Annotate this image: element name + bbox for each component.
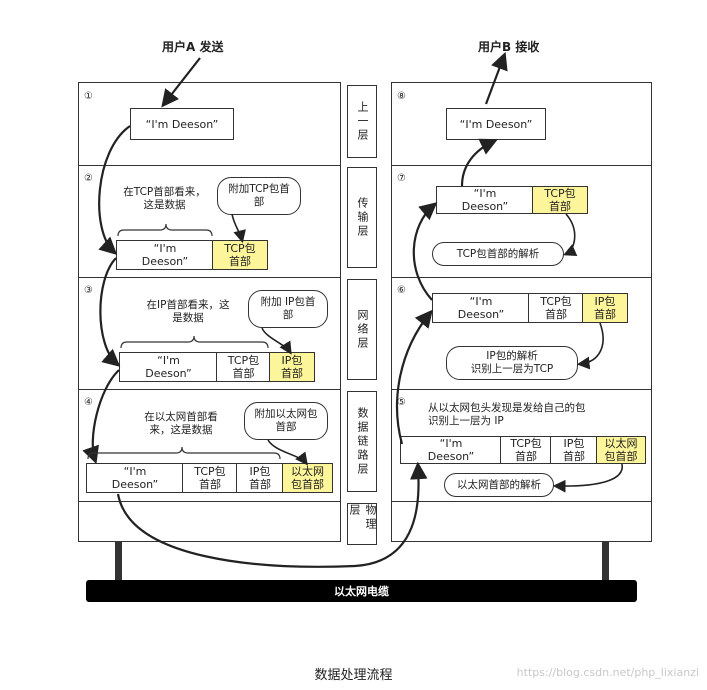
level-number: ③ <box>84 285 93 296</box>
layer-divider <box>392 501 651 502</box>
layer-label-network: 网络层 <box>347 279 377 380</box>
receiver-eth-bubble: 以太网首部的解析 <box>444 473 554 497</box>
receiver-tcp-bubble: TCP包首部的解析 <box>432 242 564 266</box>
sender-ip-brace <box>120 335 269 349</box>
sender-tcp-data-cell: “I'm Deeson” <box>116 240 214 270</box>
receiver-up-arrow-2 <box>412 202 438 301</box>
layer-label-upper: 上一层 <box>347 85 377 158</box>
figure-caption: 数据处理流程 <box>314 668 393 683</box>
layer-divider <box>392 277 651 278</box>
sender-down-arrow-2 <box>99 257 121 367</box>
receiver-eth-ip-cell: IP包 首部 <box>550 436 598 464</box>
physical-cross-arrow <box>116 461 428 568</box>
layer-label-datalink: 数据链路层 <box>347 391 377 492</box>
ethernet-cable: 以太网电缆 <box>86 580 637 602</box>
receiver-ip-bubble: IP包的解析 识别上一层为TCP <box>446 346 578 380</box>
receiver-ip-header-cell: IP包 首部 <box>582 293 628 323</box>
sender-down-arrow-1 <box>98 125 131 255</box>
layer-divider <box>79 165 340 166</box>
sender-title: 用户A 发送 <box>162 40 224 54</box>
sender-tcp-note: 在TCP首部看来， 这是数据 <box>123 186 206 211</box>
sender-eth-bubble: 附加以太网包 首部 <box>244 402 328 440</box>
sender-tcp-header-cell: TCP包 首部 <box>212 240 268 270</box>
receiver-eth-note: 从以太网包头发现是发给自己的包 识别上一层为 IP <box>428 402 586 427</box>
sender-ip-tcp-cell: TCP包 首部 <box>216 352 271 382</box>
receiver-eth-data-cell: “I'm Deeson” <box>400 436 502 464</box>
layer-divider <box>79 277 340 278</box>
layer-divider <box>392 389 651 390</box>
layer-label-transport: 传输层 <box>347 167 377 268</box>
sender-eth-header-cell: 以太网 包首部 <box>282 463 333 493</box>
receiver-ip-tcp-cell: TCP包 首部 <box>528 293 584 323</box>
level-number: ⑤ <box>397 397 406 408</box>
sender-eth-bubble-arrow <box>267 439 308 466</box>
sender-post <box>115 541 122 581</box>
sender-eth-brace <box>87 446 281 460</box>
layer-divider <box>79 501 340 502</box>
sender-tcp-brace <box>117 223 213 237</box>
sender-ip-bubble: 附加 IP包首 部 <box>248 290 328 328</box>
receiver-eth-header-cell: 以太网 包首部 <box>596 436 646 464</box>
receiver-message-box: “I'm Deeson” <box>446 108 546 140</box>
receiver-post <box>602 541 609 581</box>
receiver-eth-tcp-cell: TCP包 首部 <box>500 436 552 464</box>
layer-divider <box>79 389 340 390</box>
level-number: ⑥ <box>397 285 406 296</box>
layer-divider <box>392 165 651 166</box>
sender-tcp-bubble-arrow <box>231 213 246 244</box>
sender-message-box: “I'm Deeson” <box>130 108 234 140</box>
sender-ip-note: 在IP首部看来，这 是数据 <box>146 299 230 324</box>
sender-ip-data-cell: “I'm Deeson” <box>119 352 218 382</box>
receiver-tcp-parse-arrow <box>563 213 578 256</box>
sender-eth-data-cell: “I'm Deeson” <box>86 463 184 493</box>
receiver-ip-data-cell: “I'm Deeson” <box>432 293 530 323</box>
sender-entry-arrow <box>161 57 201 108</box>
receiver-exit-arrow <box>484 51 508 105</box>
receiver-tcp-data-cell: “I'm Deeson” <box>436 186 534 214</box>
level-number: ① <box>84 91 93 102</box>
receiver-up-arrow-3 <box>460 138 498 187</box>
sender-down-arrow-3 <box>82 369 120 465</box>
level-number: ⑦ <box>397 173 406 184</box>
level-number: ② <box>84 173 93 184</box>
sender-ip-header-cell: IP包 首部 <box>269 352 315 382</box>
layer-label-physical: 物理层 <box>347 503 377 545</box>
receiver-tcp-header-cell: TCP包 首部 <box>532 186 588 214</box>
sender-tcp-bubble: 附加TCP包首 部 <box>217 177 301 215</box>
sender-eth-note: 在以太网首部看 来，这是数据 <box>144 411 218 436</box>
level-number: ⑧ <box>397 91 406 102</box>
receiver-ip-parse-arrow <box>576 322 604 370</box>
sender-eth-ip-cell: IP包 首部 <box>236 463 284 493</box>
sender-ip-bubble-arrow <box>261 327 292 355</box>
receiver-title: 用户B 接收 <box>478 40 540 54</box>
receiver-eth-parse-arrow <box>552 463 623 493</box>
level-number: ④ <box>84 397 93 408</box>
watermark: https://blog.csdn.net/php_lixianzi <box>516 666 699 679</box>
receiver-up-arrow-1 <box>396 309 433 445</box>
